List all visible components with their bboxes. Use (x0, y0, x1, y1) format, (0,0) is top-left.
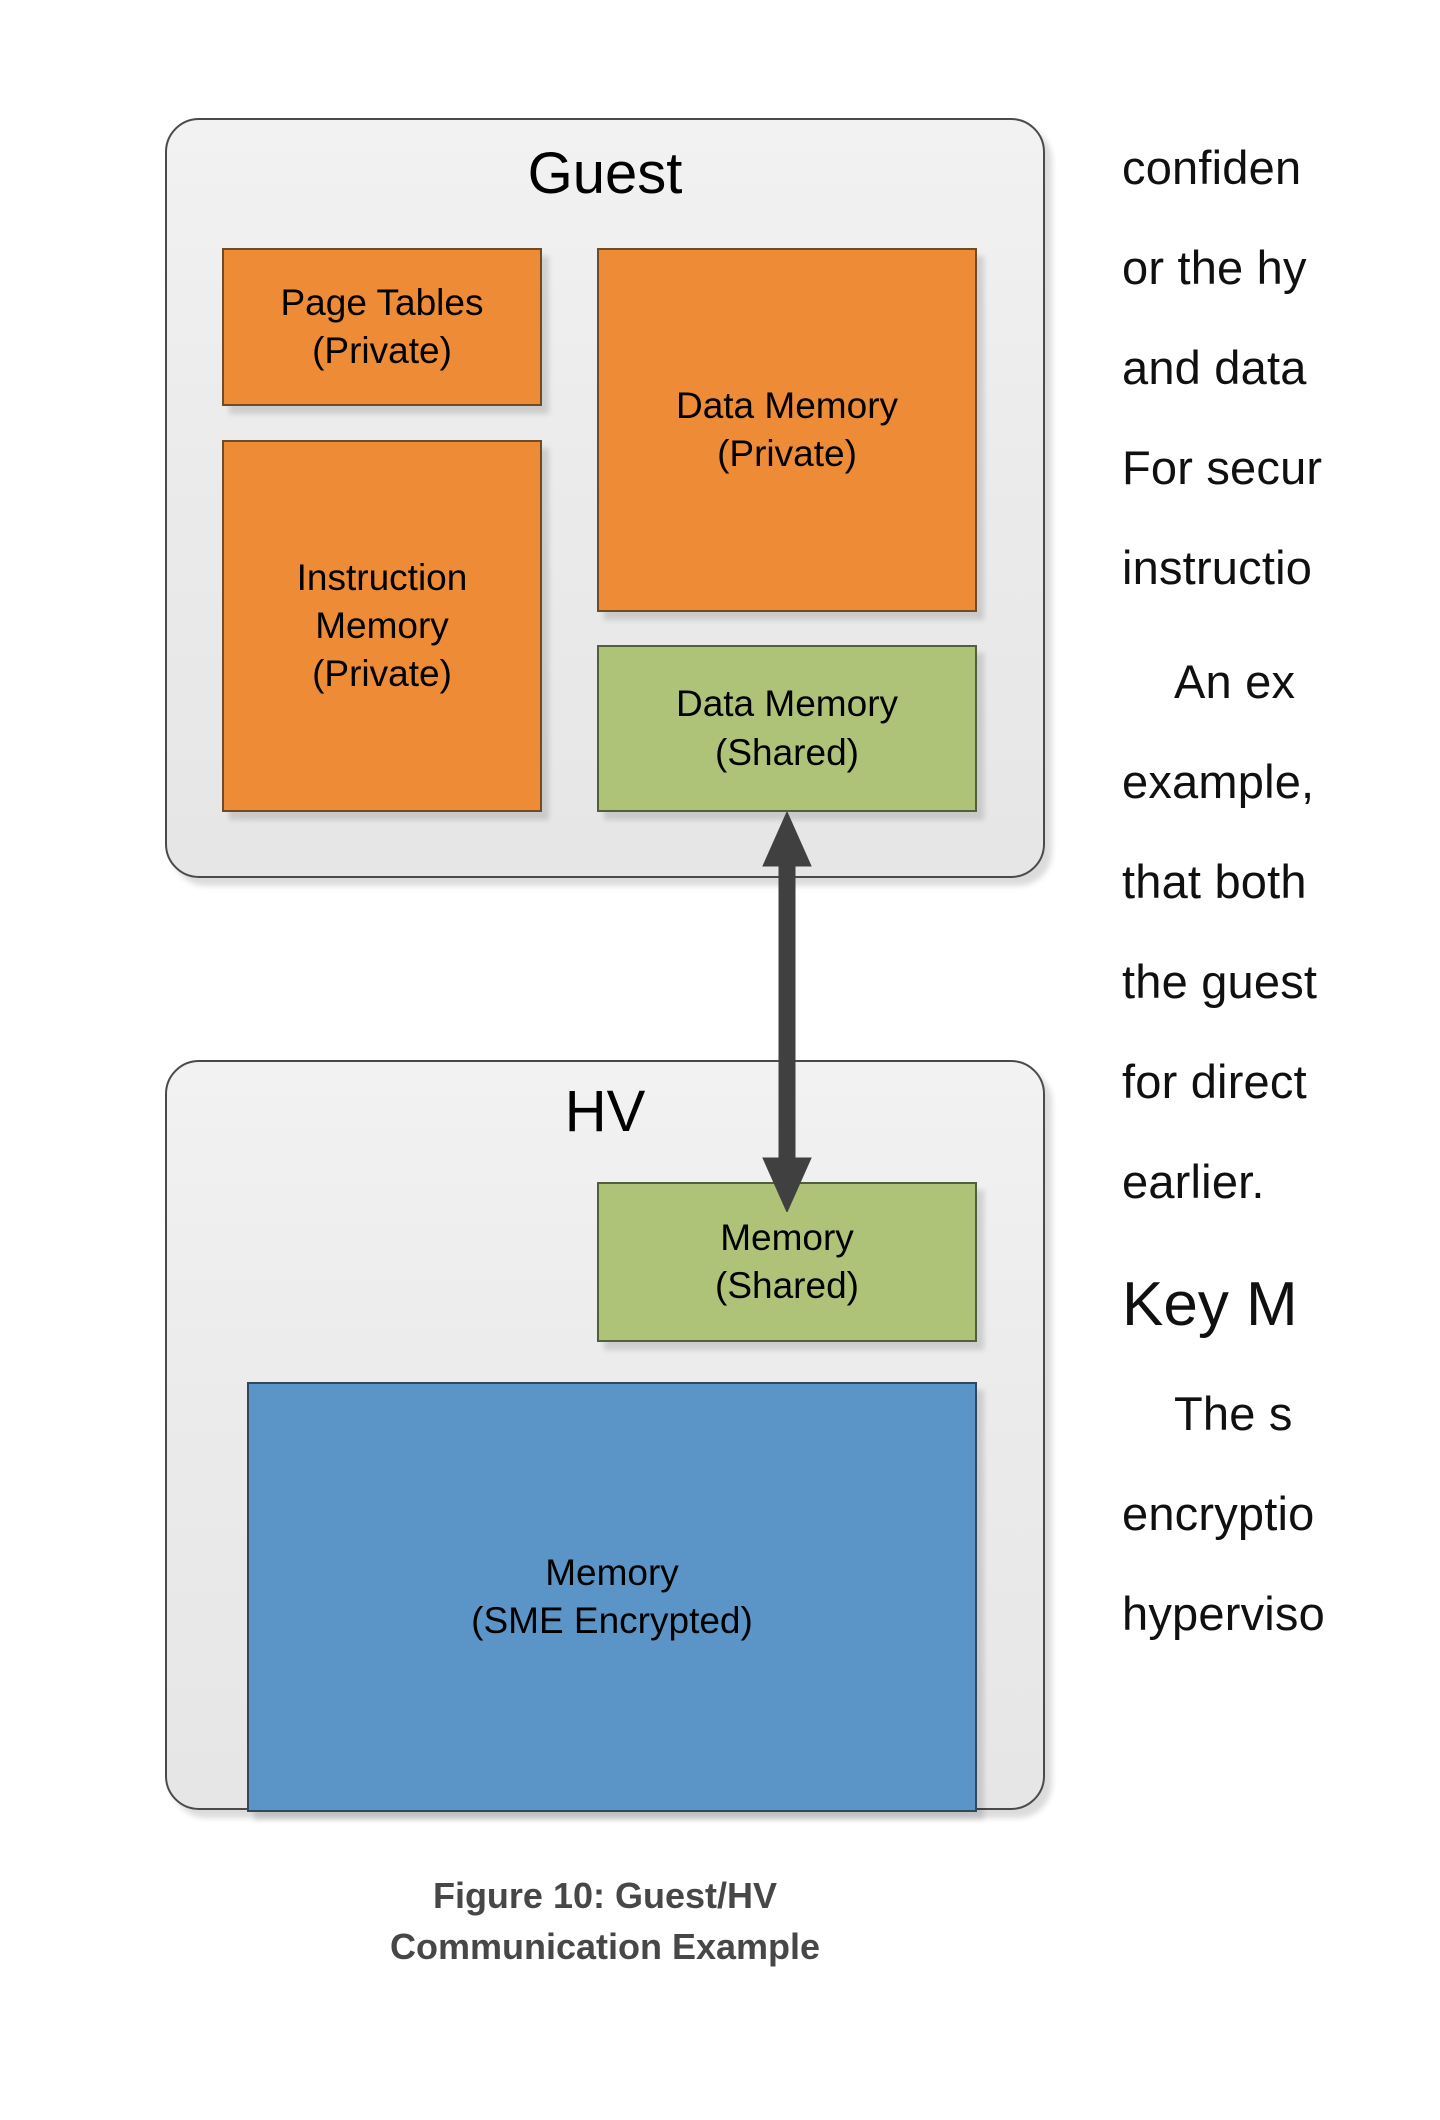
body-line: example, (1122, 755, 1315, 808)
body-line: confiden (1122, 141, 1302, 194)
instruction-memory-private-box: Instruction Memory (Private) (222, 440, 542, 812)
paragraph-gap (1122, 1232, 1440, 1246)
section-heading: Key M (1122, 1270, 1298, 1339)
instruction-memory-line-1: Instruction (296, 556, 468, 598)
page-tables-line-2: (Private) (312, 330, 452, 371)
body-line: for direct (1122, 1055, 1307, 1108)
body-line: hyperviso (1122, 1587, 1325, 1640)
body-line: or the hy (1122, 241, 1307, 294)
figure-caption-line-2: Communication Example (389, 1926, 821, 1968)
hv-memory-sme-encrypted-box: Memory (SME Encrypted) (247, 1382, 977, 1812)
body-line: that both (1122, 855, 1307, 908)
hv-title: HV (564, 1079, 646, 1144)
instruction-memory-line-2: Memory (315, 604, 449, 646)
data-memory-shared-line-2: (Shared) (715, 731, 859, 773)
instruction-memory-line-3: (Private) (312, 653, 452, 695)
body-line: encryptio (1122, 1487, 1315, 1540)
bidirectional-arrow-icon (762, 812, 812, 1212)
body-line: For secur (1122, 441, 1323, 494)
body-line: An ex (1174, 655, 1296, 708)
hv-memory-sme-line-1: Memory (545, 1551, 679, 1593)
hv-memory-shared-line-1: Memory (720, 1216, 854, 1258)
body-line: instructio (1122, 541, 1313, 594)
data-memory-shared-box: Data Memory (Shared) (597, 645, 977, 812)
data-memory-private-box: Data Memory (Private) (597, 248, 977, 612)
figure-panel: Guest Page Tables (Private) Instruction … (165, 118, 1045, 1972)
body-line: and data (1122, 341, 1307, 394)
page-tables-line-1: Page Tables (280, 281, 484, 323)
data-memory-private-line-1: Data Memory (675, 384, 899, 426)
paragraph-gap (1122, 618, 1440, 632)
body-line: The s (1174, 1387, 1293, 1440)
body-line: earlier. (1122, 1155, 1265, 1208)
body-line: the guest (1122, 955, 1318, 1008)
data-memory-shared-line-1: Data Memory (675, 683, 899, 725)
page-tables-private-box: Page Tables (Private) (222, 248, 542, 406)
data-memory-private-line-2: (Private) (717, 433, 857, 474)
hv-memory-sme-line-2: (SME Encrypted) (471, 1600, 753, 1641)
guest-title: Guest (527, 141, 683, 206)
hv-memory-shared-line-2: (Shared) (715, 1265, 859, 1306)
figure-caption-line-1: Figure 10: Guest/HV (432, 1875, 778, 1916)
body-text-column: confiden or the hy and data For secur in… (1122, 0, 1440, 2120)
figure-caption: Figure 10: Guest/HV Communication Exampl… (165, 1870, 1045, 1972)
